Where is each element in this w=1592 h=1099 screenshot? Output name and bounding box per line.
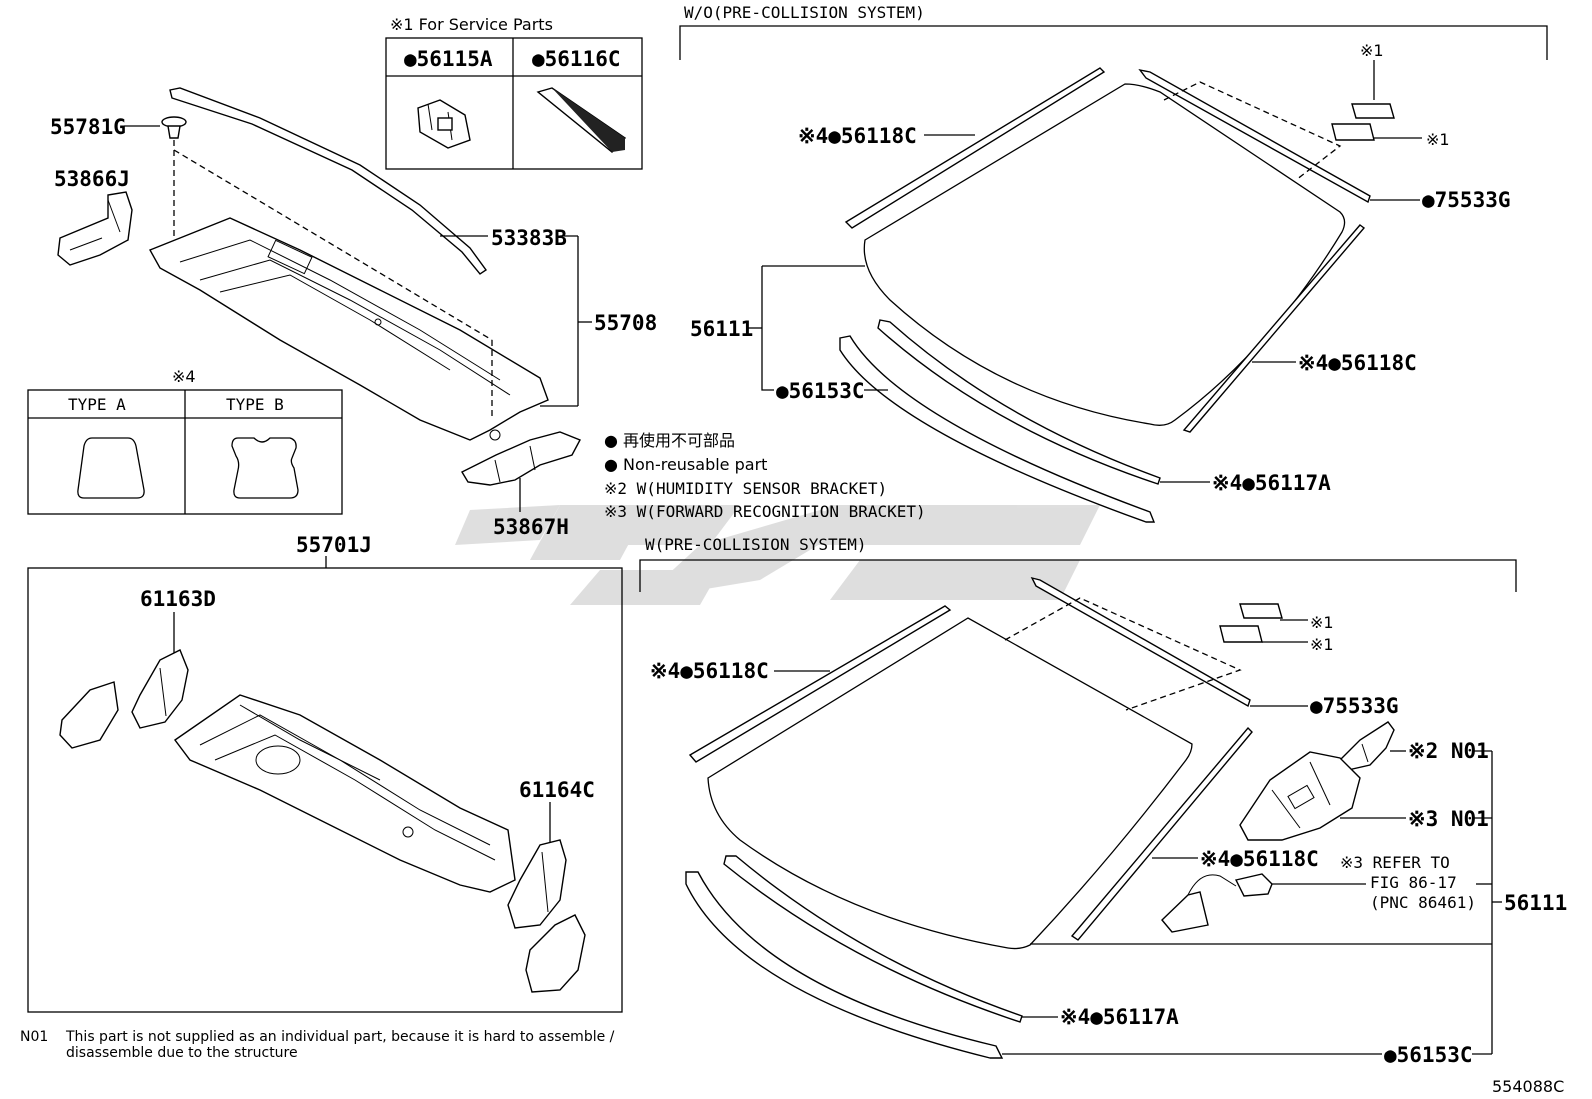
- label-56153C-bottom: ●56153C: [1384, 1043, 1473, 1067]
- watermark-logo: [455, 505, 1100, 605]
- legend-line-4: ※3 W(FORWARD RECOGNITION BRACKET): [604, 502, 926, 521]
- humidity-sensor-bracket-drawing: [1339, 721, 1395, 771]
- footnote-code: N01: [20, 1029, 48, 1045]
- bracket-53866J-drawing: [57, 191, 133, 266]
- label-55701J: 55701J: [296, 533, 372, 557]
- assembly-55701J-box: [27, 567, 623, 1013]
- label-56118C-top-left: ※4●56118C: [798, 124, 917, 148]
- refer-line-1: ※3 REFER TO: [1340, 853, 1450, 872]
- type-a-shape: [77, 437, 145, 499]
- label-61164C: 61164C: [519, 778, 595, 802]
- label-56153C-top: ●56153C: [776, 379, 865, 403]
- clip-56115A-drawing: [417, 99, 471, 149]
- service-parts-box: [385, 37, 643, 170]
- label-53867H: 53867H: [493, 515, 569, 539]
- refer-line-2: FIG 86-17: [1370, 873, 1457, 892]
- footnote-line-2: disassemble due to the structure: [66, 1045, 298, 1061]
- windshield-top-drawing: [839, 67, 1395, 523]
- label-56118C-bottom-right: ※4●56118C: [1200, 847, 1319, 871]
- legend-line-3: ※2 W(HUMIDITY SENSOR BRACKET): [604, 479, 887, 498]
- section-bracket-top: [679, 25, 1548, 60]
- mark-1-bottom-b: ※1: [1310, 635, 1334, 654]
- service-part-56116C: ●56116C: [532, 47, 621, 71]
- seal-53383B-drawing: [169, 87, 487, 275]
- service-parts-title: ※1 For Service Parts: [390, 15, 553, 34]
- label-56111-bottom: 56111: [1504, 891, 1567, 915]
- refer-line-3: (PNC 86461): [1370, 893, 1476, 912]
- windshield-bottom-drawing: [685, 576, 1283, 1059]
- mark-1-top-a: ※1: [1360, 41, 1384, 60]
- cowl-panel-55708-drawing: [149, 217, 549, 441]
- legend-line-2: ● Non-reusable part: [604, 455, 767, 474]
- type-table-mark: ※4: [172, 367, 196, 386]
- forward-recognition-bracket-drawing: [1239, 751, 1361, 841]
- cowl-assembly-drawing: [174, 694, 516, 893]
- service-part-56115A: ●56115A: [404, 47, 493, 71]
- label-75533G-top: ●75533G: [1422, 188, 1511, 212]
- legend-line-1: ● 再使用不可部品: [604, 431, 735, 450]
- label-53866J: 53866J: [54, 167, 130, 191]
- mark-1-bottom-a: ※1: [1310, 613, 1334, 632]
- type-b-shape: [231, 437, 299, 499]
- camera-harness-drawing: [1161, 873, 1273, 933]
- bracket-53867H-drawing: [461, 431, 581, 486]
- figure-id: 554088C: [1492, 1077, 1564, 1096]
- section-title-bottom: W(PRE-COLLISION SYSTEM): [645, 535, 867, 554]
- label-53383B: 53383B: [491, 226, 567, 250]
- mark-1-top-b: ※1: [1426, 130, 1450, 149]
- pillar-61163D-drawing: [59, 649, 189, 749]
- pillar-61164C-drawing: [507, 839, 586, 993]
- pad-56116C-drawing: [536, 87, 627, 153]
- label-56117A-bottom: ※4●56117A: [1060, 1005, 1179, 1029]
- clip-55781G-drawing: [161, 116, 187, 139]
- label-55708: 55708: [594, 311, 657, 335]
- label-75533G-bottom: ●75533G: [1310, 694, 1399, 718]
- label-56117A-top: ※4●56117A: [1212, 471, 1331, 495]
- label-56118C-top-right: ※4●56118C: [1298, 351, 1417, 375]
- label-N01-forward: ※3 N01: [1408, 807, 1489, 831]
- footnote-line-1: This part is not supplied as an individu…: [65, 1029, 615, 1045]
- section-bracket-bottom: [639, 559, 1517, 592]
- label-56118C-bottom-left: ※4●56118C: [650, 659, 769, 683]
- section-title-top: W/O(PRE-COLLISION SYSTEM): [684, 3, 925, 22]
- type-b-header: TYPE B: [226, 395, 284, 414]
- label-55781G: 55781G: [50, 115, 126, 139]
- label-56111-top: 56111: [690, 317, 753, 341]
- type-a-header: TYPE A: [68, 395, 126, 414]
- label-61163D: 61163D: [140, 587, 216, 611]
